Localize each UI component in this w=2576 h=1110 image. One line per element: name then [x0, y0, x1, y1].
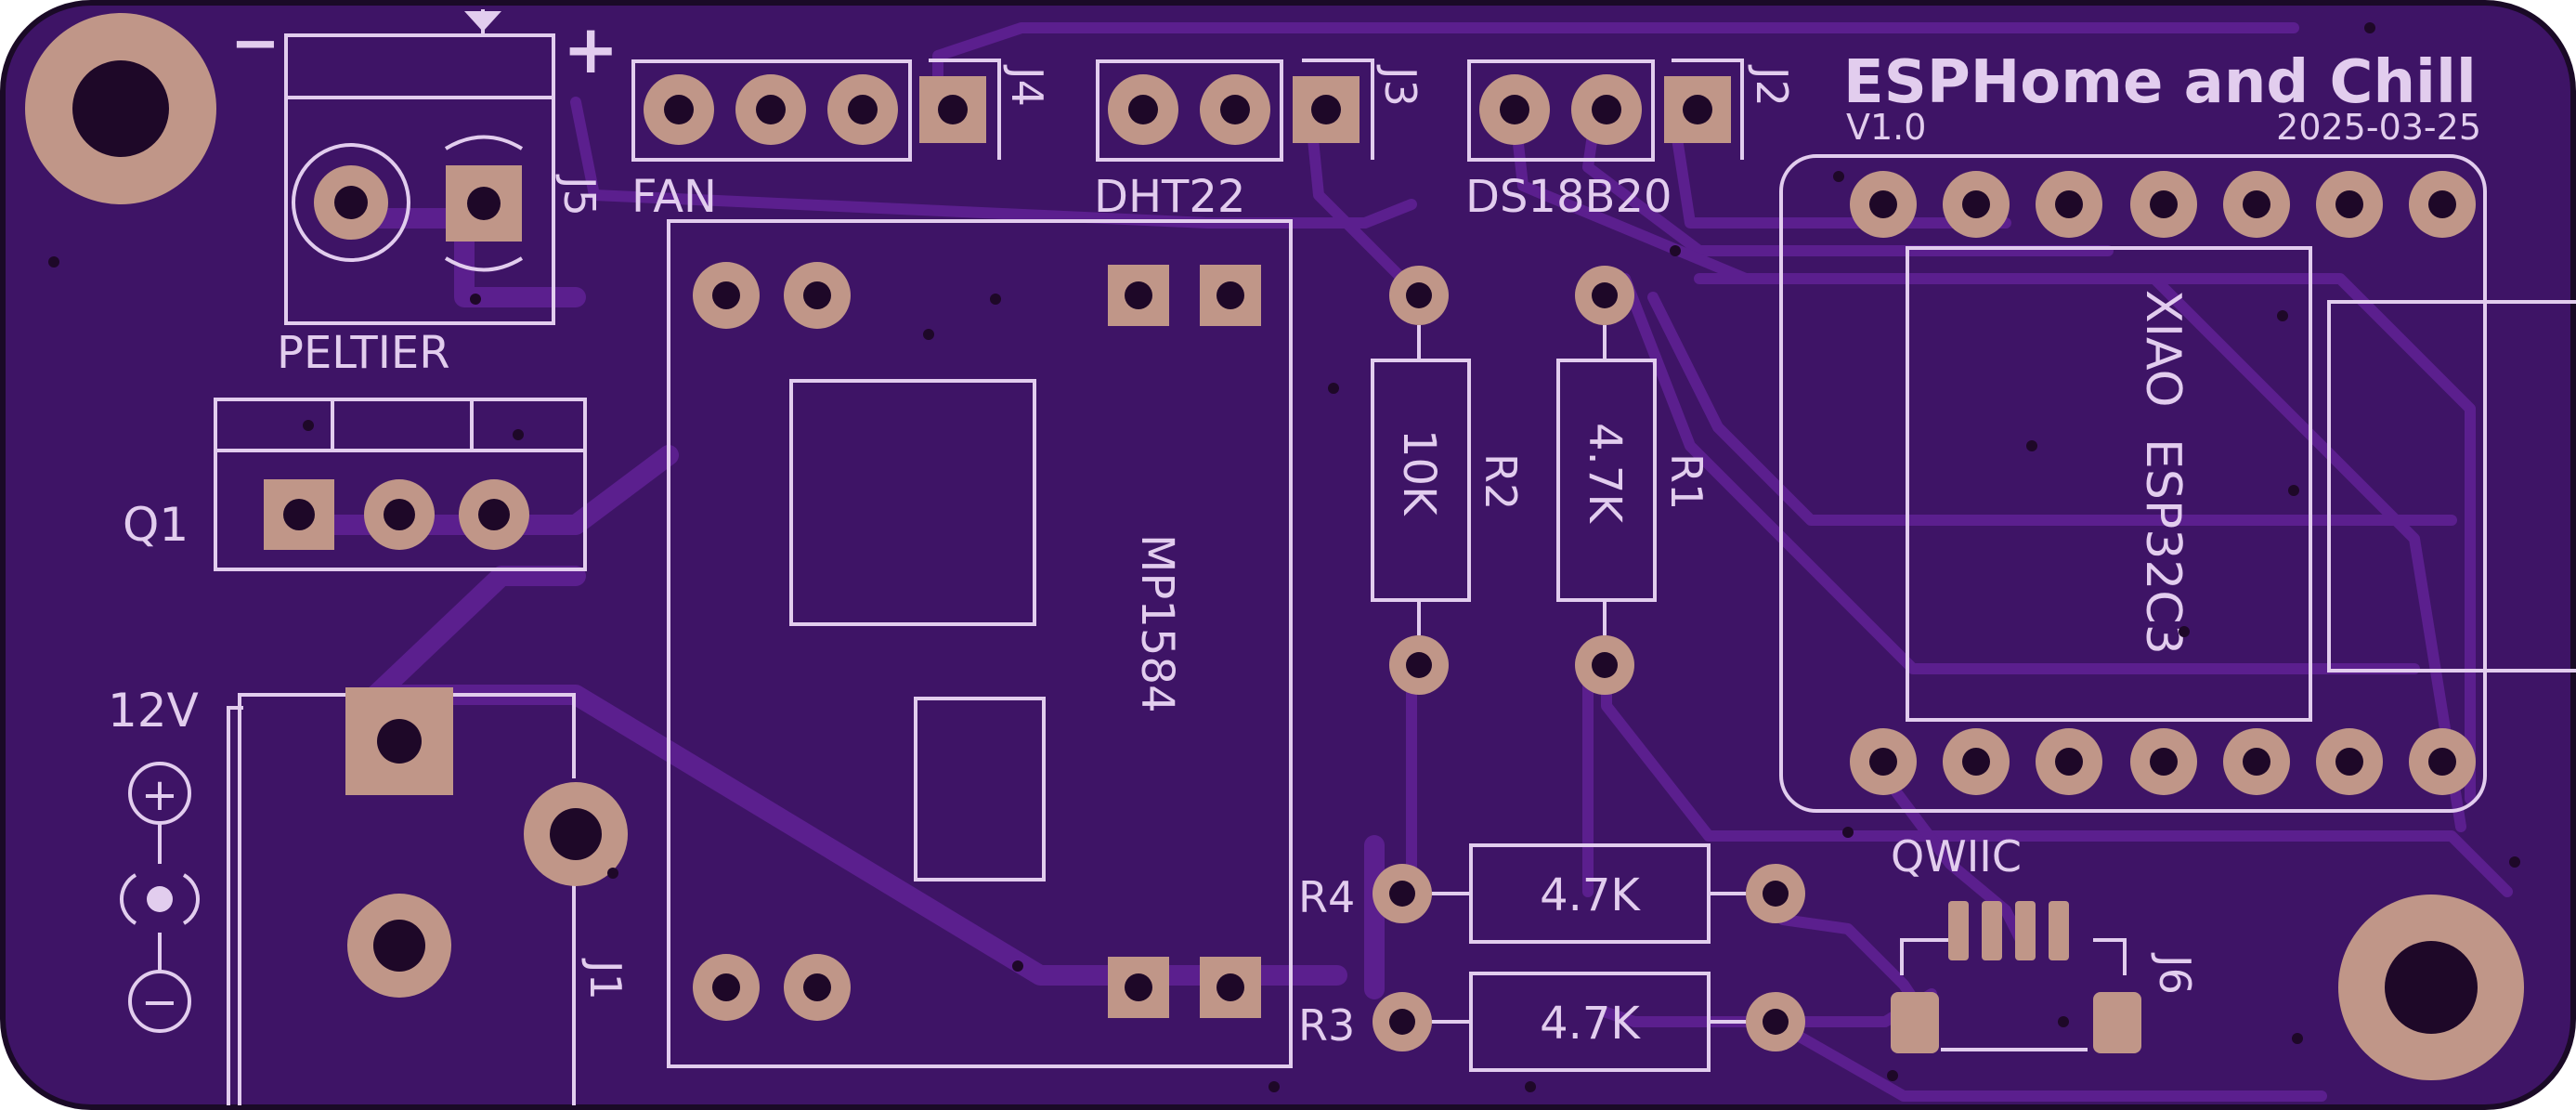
r1-value-label: 4.7K [1579, 423, 1631, 524]
mp1584-label: MP1584 [1131, 534, 1183, 713]
j4-label: J4 [1002, 64, 1052, 107]
mp1584-module [667, 219, 1293, 1068]
xiao-top-pins [1850, 171, 2476, 238]
j5-peltier-terminal [284, 9, 555, 325]
xiao-label-line1: XIAO [2135, 290, 2191, 408]
vias [48, 22, 2520, 1092]
j5-label: J5 [554, 174, 605, 216]
fan-label: FAN [631, 171, 717, 223]
r4-label: R4 [1298, 872, 1355, 922]
j6-qwiic-connector [1891, 901, 2141, 1053]
j3-dht22-header [1096, 59, 1374, 162]
board-version: V1.0 [1846, 107, 1926, 148]
j3-label: J3 [1375, 64, 1425, 107]
r3-label: R3 [1298, 1000, 1355, 1051]
mounting-hole-left [25, 13, 216, 204]
r4-value-label: 4.7K [1540, 869, 1641, 921]
polarity-symbol [119, 762, 201, 1033]
r2-label: R2 [1476, 453, 1526, 510]
r3-resistor [1373, 972, 1805, 1072]
j2-label: J2 [1747, 64, 1797, 107]
j4-fan-header [631, 59, 1001, 162]
polarity-plus-label: + [141, 769, 178, 821]
qwiic-label: QWIIC [1891, 831, 2022, 881]
j1-label: J1 [580, 958, 631, 1000]
volt-label: 12V [108, 684, 199, 738]
j1-barrel-jack [227, 687, 628, 1105]
board-date: 2025-03-25 [2276, 107, 2481, 148]
minus-label: − [230, 9, 280, 78]
q1-label: Q1 [123, 498, 189, 552]
plus-label: + [563, 10, 618, 88]
xiao-label-line2: ESP32C3 [2135, 438, 2191, 655]
board-title: ESPHome and Chill [1843, 48, 2477, 117]
peltier-label: PELTIER [277, 327, 450, 379]
polarity-minus-label: − [141, 976, 178, 1028]
ds18b20-label: DS18B20 [1465, 171, 1672, 223]
r2-resistor [1371, 266, 1471, 695]
r4-resistor [1373, 843, 1805, 944]
r1-resistor [1556, 266, 1657, 695]
dht22-label: DHT22 [1094, 171, 1245, 223]
xiao-esp32c3-module [1779, 154, 2576, 813]
xiao-bottom-pins [1850, 728, 2476, 795]
r3-value-label: 4.7K [1540, 998, 1641, 1050]
j6-label: J6 [2150, 952, 2200, 995]
q1-transistor [214, 398, 587, 571]
r1-label: R1 [1661, 453, 1711, 510]
j2-ds18b20-header [1467, 59, 1744, 162]
r2-value-label: 10K [1393, 429, 1445, 516]
mounting-hole-right [2338, 895, 2524, 1080]
